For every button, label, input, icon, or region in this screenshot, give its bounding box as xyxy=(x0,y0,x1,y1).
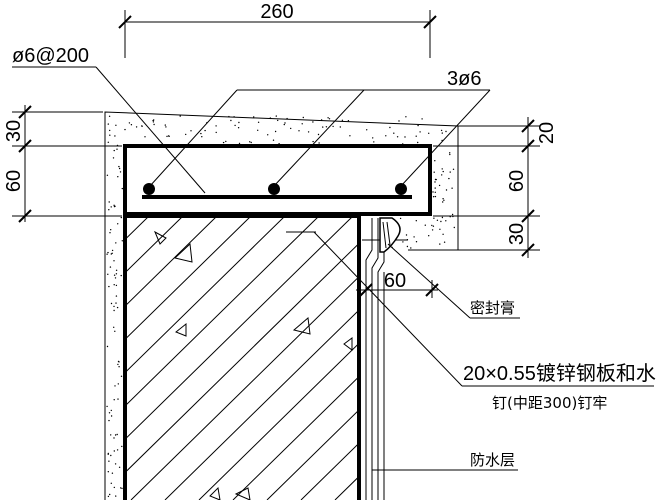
dim-top: 260 xyxy=(118,1,437,58)
dim-right-30: 30 xyxy=(506,223,528,245)
aggregate-marks xyxy=(153,230,353,500)
flashing-note-line1: 20×0.55镀锌钢板和水泥 xyxy=(463,362,656,385)
dim-offset: 60 xyxy=(356,270,439,298)
rebar-dot xyxy=(268,183,280,195)
dim-left-30: 30 xyxy=(3,120,25,142)
stirrup-label: ø6@200 xyxy=(12,45,89,67)
dim-left-60: 60 xyxy=(3,170,25,192)
dim-right-60: 60 xyxy=(506,170,528,192)
main-bar-label: 3ø6 xyxy=(447,68,481,90)
note-leaders xyxy=(286,231,654,471)
rebar-dot xyxy=(143,183,155,195)
dim-60-offset-label: 60 xyxy=(384,270,406,292)
dim-right: 20 60 30 xyxy=(433,117,558,258)
wall-hatch xyxy=(125,216,359,500)
sealant-shape xyxy=(379,217,401,253)
dim-260-label: 260 xyxy=(260,1,293,23)
waterproof-note: 防水层 xyxy=(470,451,515,469)
rebar-leaders: ø6@200 3ø6 xyxy=(12,45,491,194)
dim-left: 30 60 xyxy=(3,105,122,223)
rebar-dot xyxy=(395,183,407,195)
notes: 密封膏 20×0.55镀锌钢板和水泥 钉(中距300)钉牢 防水层 xyxy=(463,299,656,469)
coping-beam xyxy=(123,144,432,216)
outer-outline xyxy=(104,111,459,500)
dim-right-20: 20 xyxy=(536,122,558,144)
sealant-note: 密封膏 xyxy=(470,299,515,317)
waterproof-layers xyxy=(365,218,385,500)
flashing-note-line2: 钉(中距300)钉牢 xyxy=(492,394,607,412)
rebar-group xyxy=(142,183,412,199)
